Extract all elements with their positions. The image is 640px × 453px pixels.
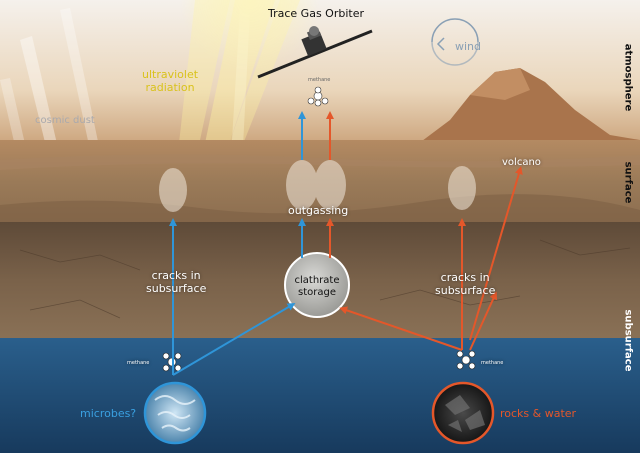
ultraviolet-label: ultraviolet radiation: [142, 68, 199, 94]
mountain: [410, 68, 640, 160]
wind-label: wind: [455, 40, 482, 53]
soil-cracks: [19, 239, 631, 319]
microbes-circle: [143, 381, 207, 445]
volcano-label: volcano: [502, 157, 541, 168]
cosmic-dust-label: cosmic dust: [35, 115, 95, 126]
cracks-right-label: cracks in subsurface: [435, 271, 496, 297]
trace-gas-orbiter-spacecraft: [257, 26, 373, 79]
diagram-title: Trace Gas Orbiter: [268, 7, 364, 20]
methane-molecule-orbiter: [307, 86, 329, 107]
methane-left-label: methane: [127, 360, 150, 366]
rocks-water-label: rocks & water: [500, 407, 577, 420]
methane-orbiter-label: methane: [308, 77, 331, 83]
microbes-label: microbes?: [80, 407, 137, 420]
layer-label-subsurface: subsurface: [622, 309, 634, 372]
orange-arrows: [326, 111, 523, 351]
methane-molecule-right: [456, 350, 476, 370]
layer-label-atmosphere: atmosphere: [622, 43, 634, 112]
blue-arrows: [169, 111, 306, 376]
gas-plumes: [159, 160, 476, 212]
layer-label-surface: surface: [622, 161, 634, 204]
clathrate-label: clathrate storage: [294, 275, 340, 298]
rocks-circle: [431, 381, 495, 445]
clathrate-storage-circle: [284, 252, 350, 318]
methane-molecule-left: [162, 352, 182, 372]
wind-icon: [431, 18, 479, 66]
outgassing-label: outgassing: [288, 204, 349, 217]
methane-right-label: methane: [481, 360, 504, 366]
water-layer: [0, 338, 640, 453]
cracks-left-label: cracks in subsurface: [146, 269, 207, 295]
